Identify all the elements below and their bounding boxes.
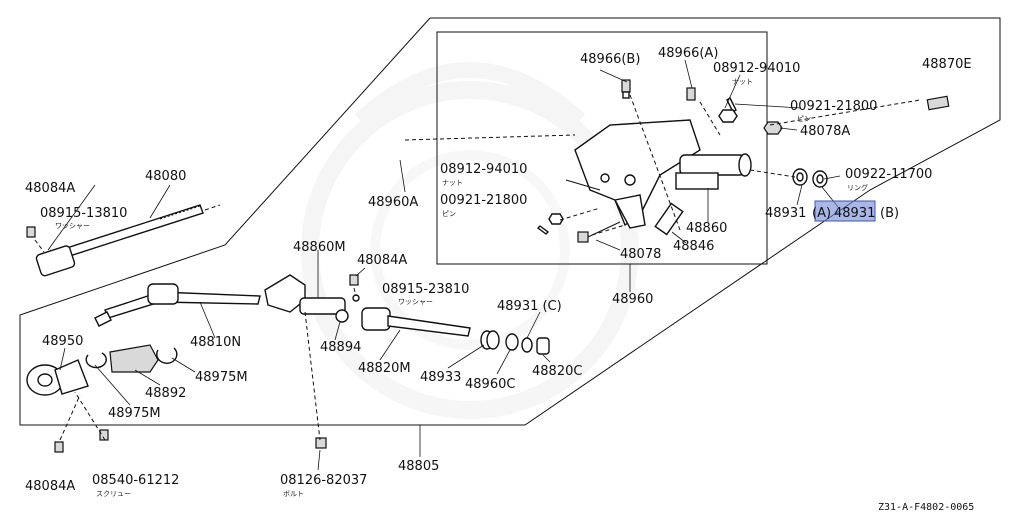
watermark-emblem (301, 62, 639, 419)
bolt-left-08912 (548, 179, 601, 225)
bushing-48931 (792, 168, 828, 188)
label-08915-23810: 08915-23810 (382, 282, 469, 297)
clamp-48975m-right (156, 347, 178, 364)
label-48966b: 48966(B) (580, 52, 640, 67)
label-08915-13810-sub: ワッシャー (55, 222, 90, 230)
label-48960c: 48960C (465, 377, 515, 392)
label-48084a-bot: 48084A (25, 479, 75, 494)
shaft-48810n (94, 283, 261, 327)
label-48966a: 48966(A) (658, 46, 718, 61)
label-48805: 48805 (398, 459, 439, 474)
shaft-48820m (361, 307, 471, 337)
boot-48950 (26, 359, 89, 396)
label-08912-94010-top-sub: ナット (732, 78, 753, 86)
label-08915-23810-sub: ワッシャー (398, 298, 433, 306)
label-48084a-top: 48084A (25, 181, 75, 196)
label-48931-c: 48931 (C) (497, 299, 562, 314)
bolt-48966a (686, 87, 696, 101)
label-00921-21800-top-sub: ピン (797, 115, 811, 123)
label-08540-61212-sub: スクリュー (96, 490, 131, 498)
label-48820c: 48820C (532, 364, 582, 379)
label-48933: 48933 (420, 370, 461, 385)
label-48931: 48931 (765, 206, 806, 221)
assembly-outline (19, 17, 1001, 426)
bolt-48078 (577, 221, 621, 243)
column-jacket-48860m (264, 274, 349, 323)
ring-48931c (521, 337, 533, 353)
label-08540-61212: 08540-61212 (92, 473, 179, 488)
label-08912-94010-mid-sub: ナット (442, 179, 463, 187)
label-48860: 48860 (686, 221, 727, 236)
label-08126-82037: 08126-82037 (280, 473, 367, 488)
label-48931-a: (A) (812, 206, 831, 221)
nut-top-08912 (718, 109, 738, 123)
label-00922-11700: 00922-11700 (845, 167, 932, 182)
label-00921-21800-top: 00921-21800 (790, 99, 877, 114)
label-00921-21800-mid-sub: ピン (442, 210, 456, 218)
column-subassembly-box (436, 31, 768, 265)
bolt-48084a-bot (54, 441, 64, 453)
bolt-48084a-top (26, 226, 36, 238)
label-48950: 48950 (42, 334, 83, 349)
nut-48820c (536, 337, 550, 355)
bolt-48966b (621, 79, 631, 99)
screw-08540 (99, 429, 109, 441)
spacer-48846 (654, 202, 684, 236)
label-48975m-left: 48975M (108, 406, 161, 421)
label-00922-11700-sub: リング (847, 183, 868, 192)
label-48860m: 48860M (293, 240, 346, 255)
clip-48870e (926, 95, 950, 111)
label-48894: 48894 (320, 340, 361, 355)
label-48080: 48080 (145, 169, 186, 184)
label-48960: 48960 (612, 292, 653, 307)
bushing-48933 (480, 330, 500, 350)
label-48960a: 48960A (368, 195, 418, 210)
label-48084a-mid: 48084A (357, 253, 407, 268)
label-08915-13810: 08915-13810 (40, 206, 127, 221)
shaft-48080 (35, 204, 204, 277)
label-00921-21800-mid: 00921-21800 (440, 193, 527, 208)
label-48931-b[interactable]: 48931 (834, 206, 875, 221)
column-bracket (574, 119, 752, 229)
label-48078a: 48078A (800, 124, 850, 139)
washer-48960c (505, 333, 519, 351)
label-48846: 48846 (673, 239, 714, 254)
label-48820m: 48820M (358, 361, 411, 376)
label-48810n: 48810N (190, 335, 241, 350)
clamp-48975m-left (85, 352, 107, 369)
label-48931-b-suffix: (B) (880, 206, 899, 221)
seal-48892 (109, 344, 159, 373)
label-08912-94010-mid: 08912-94010 (440, 162, 527, 177)
label-08912-94010-top: 08912-94010 (713, 61, 800, 76)
highlight-48931-b (814, 200, 876, 222)
diagram-reference-code: Z31-A-F4802-0065 (878, 502, 974, 513)
bolt-08126-82037 (315, 437, 327, 449)
nut-48078a (763, 121, 783, 135)
bolt-48084a-mid (349, 274, 359, 286)
label-48975m-right: 48975M (195, 370, 248, 385)
label-48078: 48078 (620, 247, 661, 262)
pin-left-00921 (536, 225, 550, 235)
label-08126-82037-sub: ボルト (283, 490, 304, 498)
label-48870e: 48870E (922, 57, 972, 72)
label-48892: 48892 (145, 386, 186, 401)
